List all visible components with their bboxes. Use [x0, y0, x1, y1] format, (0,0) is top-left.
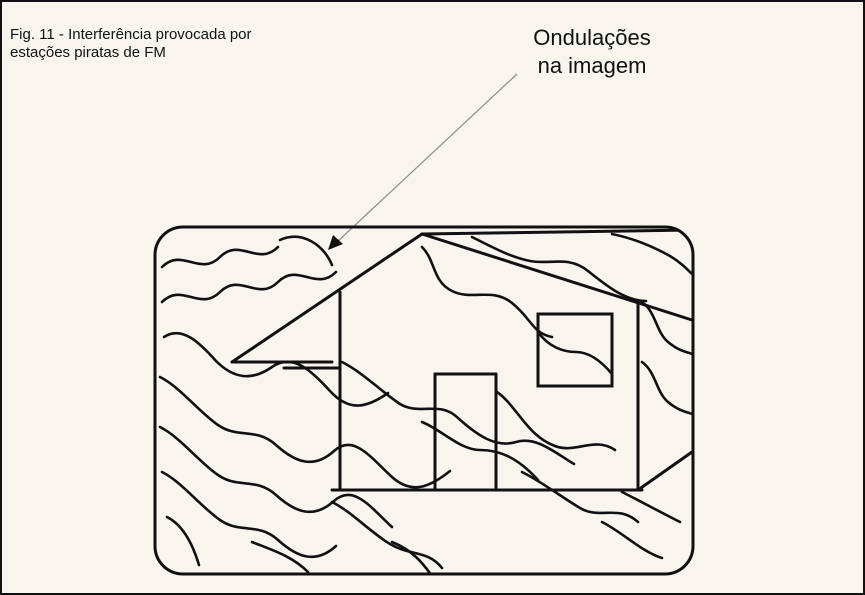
annotation-pointer-arrowhead: [328, 235, 343, 250]
annotation-pointer-line: [336, 73, 518, 243]
house-outline: [230, 228, 693, 492]
caption-line-2: estações piratas de FM: [10, 44, 166, 61]
tv-screen-border: [153, 225, 695, 576]
annotation-line-1: Ondulações: [533, 25, 651, 50]
figure-caption: Fig. 11 - Interferência provocada por es…: [10, 26, 370, 62]
screen-content: [158, 228, 693, 574]
caption-line-1: Fig. 11 - Interferência provocada por: [10, 26, 252, 43]
annotation-line-2: na imagem: [537, 53, 647, 78]
interference-wave-lines: [158, 232, 693, 574]
annotation-label: Ondulações na imagem: [507, 24, 677, 80]
